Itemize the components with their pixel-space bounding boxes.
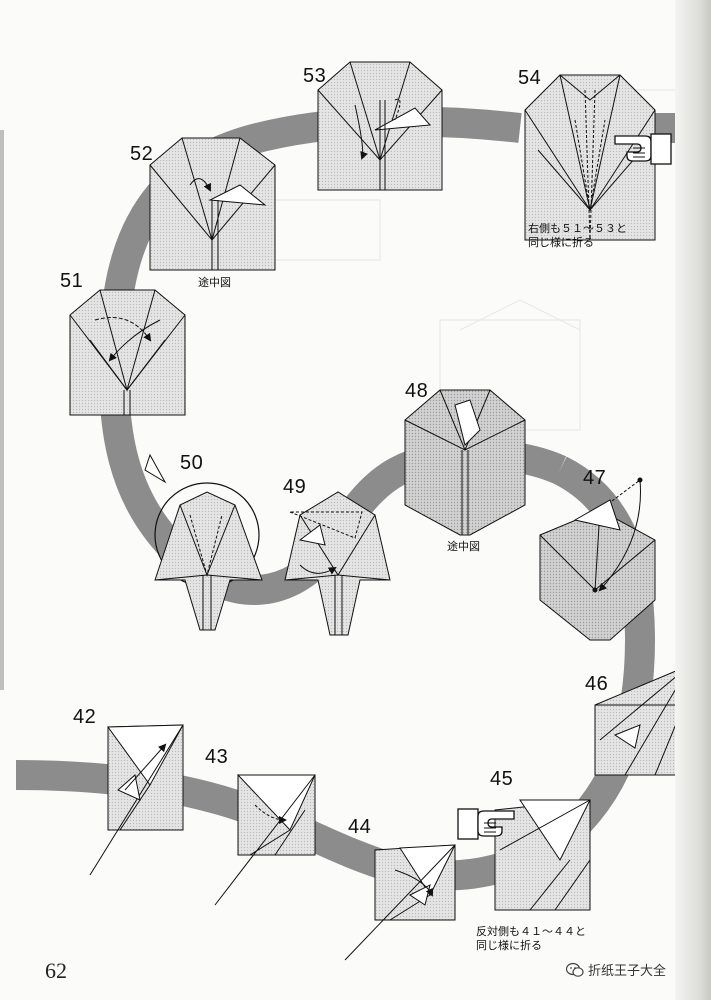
- step-51-diagram: [69, 289, 186, 416]
- page-number: 62: [45, 958, 67, 983]
- step-number: 53: [303, 65, 327, 87]
- step-number: 49: [283, 476, 307, 498]
- step-number: 54: [518, 67, 542, 89]
- step-45-note-line1: 反対側も４１～４４と: [476, 925, 586, 938]
- book-spine: [675, 0, 711, 1000]
- step-number: 43: [205, 746, 229, 768]
- step-54-note-line1: 右側も５１～５３と: [528, 222, 627, 235]
- step-50-diagram: [144, 453, 263, 631]
- step-number: 42: [73, 706, 97, 728]
- step-number: 48: [405, 380, 429, 402]
- in-progress-caption: 途中図: [447, 540, 480, 553]
- watermark: 折纸王子大全: [566, 960, 666, 979]
- step-54-note-line2: 同じ様に折る: [528, 236, 594, 249]
- step-number: 45: [490, 768, 514, 790]
- watermark-text: 折纸王子大全: [588, 964, 667, 979]
- step-44-diagram: [344, 844, 456, 961]
- wechat-icon: [566, 962, 584, 977]
- step-number: 44: [348, 816, 372, 838]
- pointing-hand-icon: [457, 808, 515, 840]
- step-47-diagram: [539, 477, 656, 641]
- pointing-hand-icon: [614, 133, 672, 165]
- step-49-diagram: [284, 491, 391, 636]
- step-48-diagram: [404, 389, 526, 536]
- step-43-diagram: [214, 774, 316, 906]
- in-progress-caption: 途中図: [198, 276, 231, 289]
- step-52-diagram: [149, 137, 276, 271]
- step-number: 50: [180, 452, 204, 474]
- step-number: 52: [130, 143, 154, 165]
- step-number: 51: [60, 270, 84, 292]
- step-number: 47: [583, 467, 607, 489]
- step-45-note-line2: 同じ様に折る: [476, 939, 542, 952]
- step-45-diagram: [494, 799, 591, 911]
- step-number: 46: [585, 673, 609, 695]
- step-42-diagram: [89, 724, 184, 876]
- left-edge-shadow: [0, 130, 4, 690]
- step-53-diagram: [317, 61, 443, 191]
- step-54-diagram: [524, 74, 656, 241]
